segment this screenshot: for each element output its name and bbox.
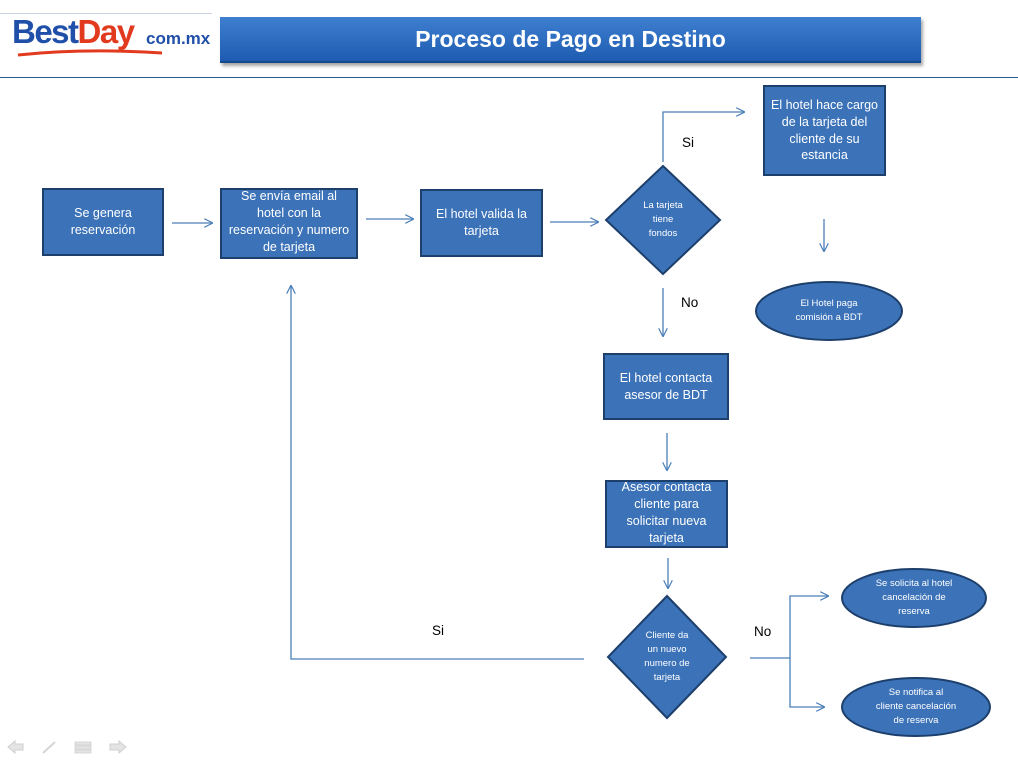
edge-label-no-nuevo: No [754, 624, 772, 639]
node-hotel-contacta-asesor [603, 353, 729, 420]
node-genera-reservacion [42, 188, 164, 256]
edge-label-si-nuevo: Si [432, 623, 445, 638]
edge-decision-si-to-cargo [662, 112, 744, 162]
edge-label-no-fondos: No [681, 295, 699, 310]
edge-label-si-fondos: Si [682, 135, 695, 150]
arrow-right-icon[interactable] [109, 739, 127, 755]
logo-suffix: com.mx [146, 29, 211, 48]
header-bar: Proceso de Pago en Destino [220, 17, 921, 63]
slide-nav [7, 739, 127, 755]
arrow-left-icon[interactable] [7, 739, 24, 755]
node-solicita-cancelacion [841, 568, 987, 628]
node-hotel-hace-cargo [763, 85, 886, 176]
node-hotel-paga-comision [755, 281, 903, 341]
edge-nuevo-si-to-email [291, 286, 584, 660]
node-asesor-contacta-cliente [605, 480, 728, 548]
node-notifica-cliente [841, 677, 991, 737]
pen-icon[interactable] [42, 741, 56, 754]
logo-swoosh-icon [17, 49, 163, 57]
edge-nuevo-no-to-notifica [789, 658, 824, 707]
logo-top-rule [0, 13, 212, 14]
header-divider [0, 77, 1018, 78]
node-envia-email [220, 188, 358, 259]
page-title: Proceso de Pago en Destino [415, 25, 726, 52]
menu-icon[interactable] [74, 741, 92, 754]
edge-nuevo-no-to-cancelacion [750, 596, 828, 659]
logo-wordmark: BestDay [12, 13, 135, 50]
decision-tarjeta-fondos [604, 164, 722, 276]
bestday-logo: BestDay com.mx [12, 14, 210, 58]
node-hotel-valida [420, 189, 543, 257]
decision-cliente-nuevo-numero [606, 594, 728, 720]
